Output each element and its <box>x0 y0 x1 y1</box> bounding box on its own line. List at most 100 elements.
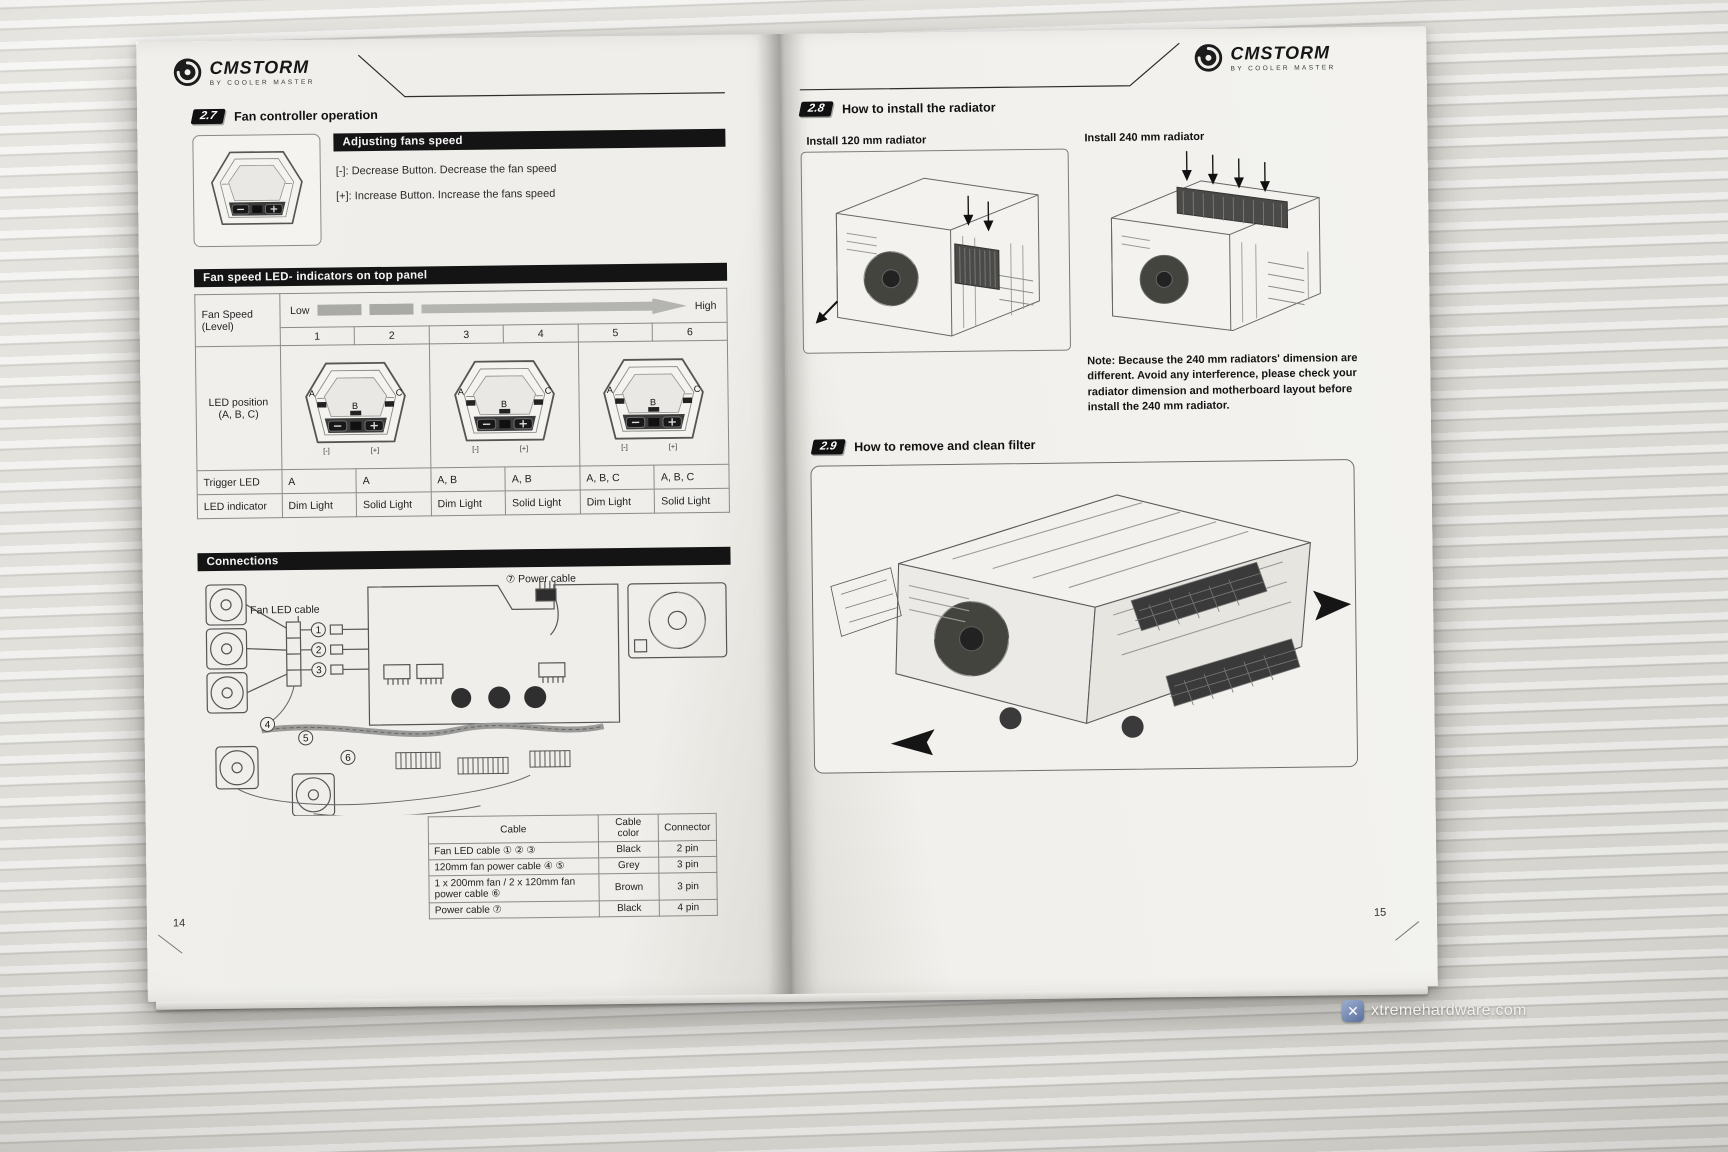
led-indicator-value: Solid Light <box>356 491 432 517</box>
led-indicator-value: Dim Light <box>580 489 655 515</box>
diagram-point-6: 6 <box>345 753 351 764</box>
connections-diagram: 1 2 3 4 5 6 <box>205 580 728 817</box>
trigger-led-value: A, B, C <box>654 464 730 490</box>
arrow-segment <box>369 303 414 316</box>
page-number-left: 14 <box>172 917 186 930</box>
logo-tagline: BY COOLER MASTER <box>1230 63 1336 73</box>
section-2-8-title: How to install the radiator <box>841 99 996 116</box>
diagram-point-1: 1 <box>316 625 322 636</box>
fan-led-cable-label: Fan LED cable <box>250 603 320 617</box>
cmstorm-logo-icon <box>1194 44 1223 72</box>
cable-table-row: Power cable ⑦ Black 4 pin <box>429 899 718 919</box>
logo-brand: CMSTORM <box>1230 41 1331 64</box>
level-cell: 1 <box>279 326 355 346</box>
arrow-head <box>421 298 687 317</box>
section-2-7-title: Fan controller operation <box>234 107 378 124</box>
trigger-led-value: A, B <box>430 466 506 492</box>
led-indicator-value: Dim Light <box>430 490 506 516</box>
controller-led-illustration <box>291 346 420 464</box>
diagram-point-3: 3 <box>316 665 322 676</box>
fan-controller-illustration <box>197 140 316 241</box>
cable-color: Grey <box>598 857 659 874</box>
controller-led-illustration <box>440 345 569 463</box>
fan-controller-illustration-box <box>192 133 322 248</box>
fan-speed-arrow: Low High <box>286 297 721 318</box>
radiator-120-illustration <box>815 177 1040 337</box>
cable-name: 1 x 200mm fan / 2 x 120mm fan power cabl… <box>428 873 600 903</box>
level-cell: 3 <box>428 324 504 344</box>
level-cell: 6 <box>652 322 728 342</box>
logo-tagline: BY COOLER MASTER <box>209 78 315 87</box>
connections-header: Connections <box>197 546 731 572</box>
level-cell: 2 <box>354 325 430 345</box>
section-2-8-heading: 2.8 How to install the radiator <box>798 99 996 117</box>
watermark: ✕ xtremehardware.com <box>1342 1000 1527 1022</box>
section-2-9-badge: 2.9 <box>810 439 846 455</box>
cable-color: Black <box>599 900 660 917</box>
level-cell: 4 <box>503 324 579 343</box>
trigger-led-value: A <box>281 468 357 494</box>
trigger-led-label: Trigger LED <box>196 469 282 495</box>
manual-book: CMSTORM BY COOLER MASTER 2.7 Fan control… <box>136 26 1438 1002</box>
watermark-text: xtremehardware.com <box>1371 1002 1527 1019</box>
led-indicator-value: Dim Light <box>281 492 357 518</box>
cmstorm-logo: CMSTORM BY COOLER MASTER <box>172 56 315 88</box>
radiator-120-box <box>800 148 1072 354</box>
header-rule-left <box>357 54 725 98</box>
radiator-240-illustration <box>1110 151 1321 332</box>
section-2-9-title: How to remove and clean filter <box>854 437 1036 454</box>
cable-name: Power cable ⑦ <box>429 900 600 919</box>
radiator-240-area <box>1080 139 1352 346</box>
diagram-point-2: 2 <box>316 645 322 656</box>
header-rule-right <box>799 42 1180 91</box>
filter-illustration-box <box>810 459 1359 774</box>
corner-tick <box>157 934 183 954</box>
trigger-led-value: A, B <box>505 466 581 491</box>
connections-diagram-area: 1 2 3 4 5 6 Fan LED cable ⑦ Power cable <box>198 573 734 819</box>
filter-illustration <box>830 494 1352 756</box>
cable-table-header: Connector <box>658 813 717 842</box>
logo-brand: CMSTORM <box>209 56 310 78</box>
fan-speed-led-header: Fan speed LED- indicators on top panel <box>193 262 728 288</box>
cable-color: Black <box>598 841 659 858</box>
controller-led-illustration <box>589 343 718 461</box>
section-2-9-heading: 2.9 How to remove and clean filter <box>810 437 1036 455</box>
diagram-point-4: 4 <box>265 720 271 731</box>
cable-table-row: 1 x 200mm fan / 2 x 120mm fan power cabl… <box>428 872 718 903</box>
cable-connector: 4 pin <box>659 899 718 917</box>
power-cable-label: ⑦ Power cable <box>505 572 576 586</box>
install-120-label: Install 120 mm radiator <box>806 134 927 148</box>
page-number-right: 15 <box>1373 906 1387 919</box>
cmstorm-logo-icon <box>173 58 202 87</box>
trigger-led-value: A, B, C <box>579 465 655 491</box>
led-indicator-value: Solid Light <box>654 488 730 514</box>
cable-connector: 3 pin <box>658 872 718 901</box>
cable-table-header: Cable color <box>598 814 659 842</box>
page-left: CMSTORM BY COOLER MASTER 2.7 Fan control… <box>136 34 793 1002</box>
led-indicator-label: LED indicator <box>197 493 283 519</box>
page-right: CMSTORM BY COOLER MASTER 2.8 How to inst… <box>781 26 1438 994</box>
cmstorm-logo: CMSTORM BY COOLER MASTER <box>1193 41 1336 73</box>
cable-connector: 3 pin <box>658 856 717 874</box>
led-position-label: LED position (A, B, C) <box>195 345 282 471</box>
cable-table: Cable Cable color Connector Fan LED cabl… <box>428 813 718 920</box>
cable-connector: 2 pin <box>658 840 717 858</box>
radiator-note: Note: Because the 240 mm radiators' dime… <box>1087 352 1358 414</box>
arrow-segment <box>317 304 362 316</box>
level-cell: 5 <box>577 323 653 343</box>
fan-speed-level-label: Fan Speed (Level) <box>194 293 281 347</box>
xtremehardware-logo-icon: ✕ <box>1342 1000 1364 1022</box>
low-label: Low <box>290 304 310 317</box>
led-indicator-value: Solid Light <box>505 490 581 515</box>
decrease-button-text: [-]: Decrease Button. Decrease the fan s… <box>335 162 557 178</box>
fan-speed-led-table: Fan Speed (Level) Low High 1 2 <box>194 288 730 519</box>
cable-color: Brown <box>598 873 660 901</box>
section-2-7-heading: 2.7 Fan controller operation <box>190 107 378 125</box>
increase-button-text: [+]: Increase Button. Increase the fans … <box>336 187 556 203</box>
corner-tick <box>1395 921 1420 941</box>
diagram-point-5: 5 <box>303 733 309 744</box>
trigger-led-value: A <box>356 467 431 493</box>
cable-table-header: Cable <box>428 814 599 844</box>
high-label: High <box>694 299 717 312</box>
